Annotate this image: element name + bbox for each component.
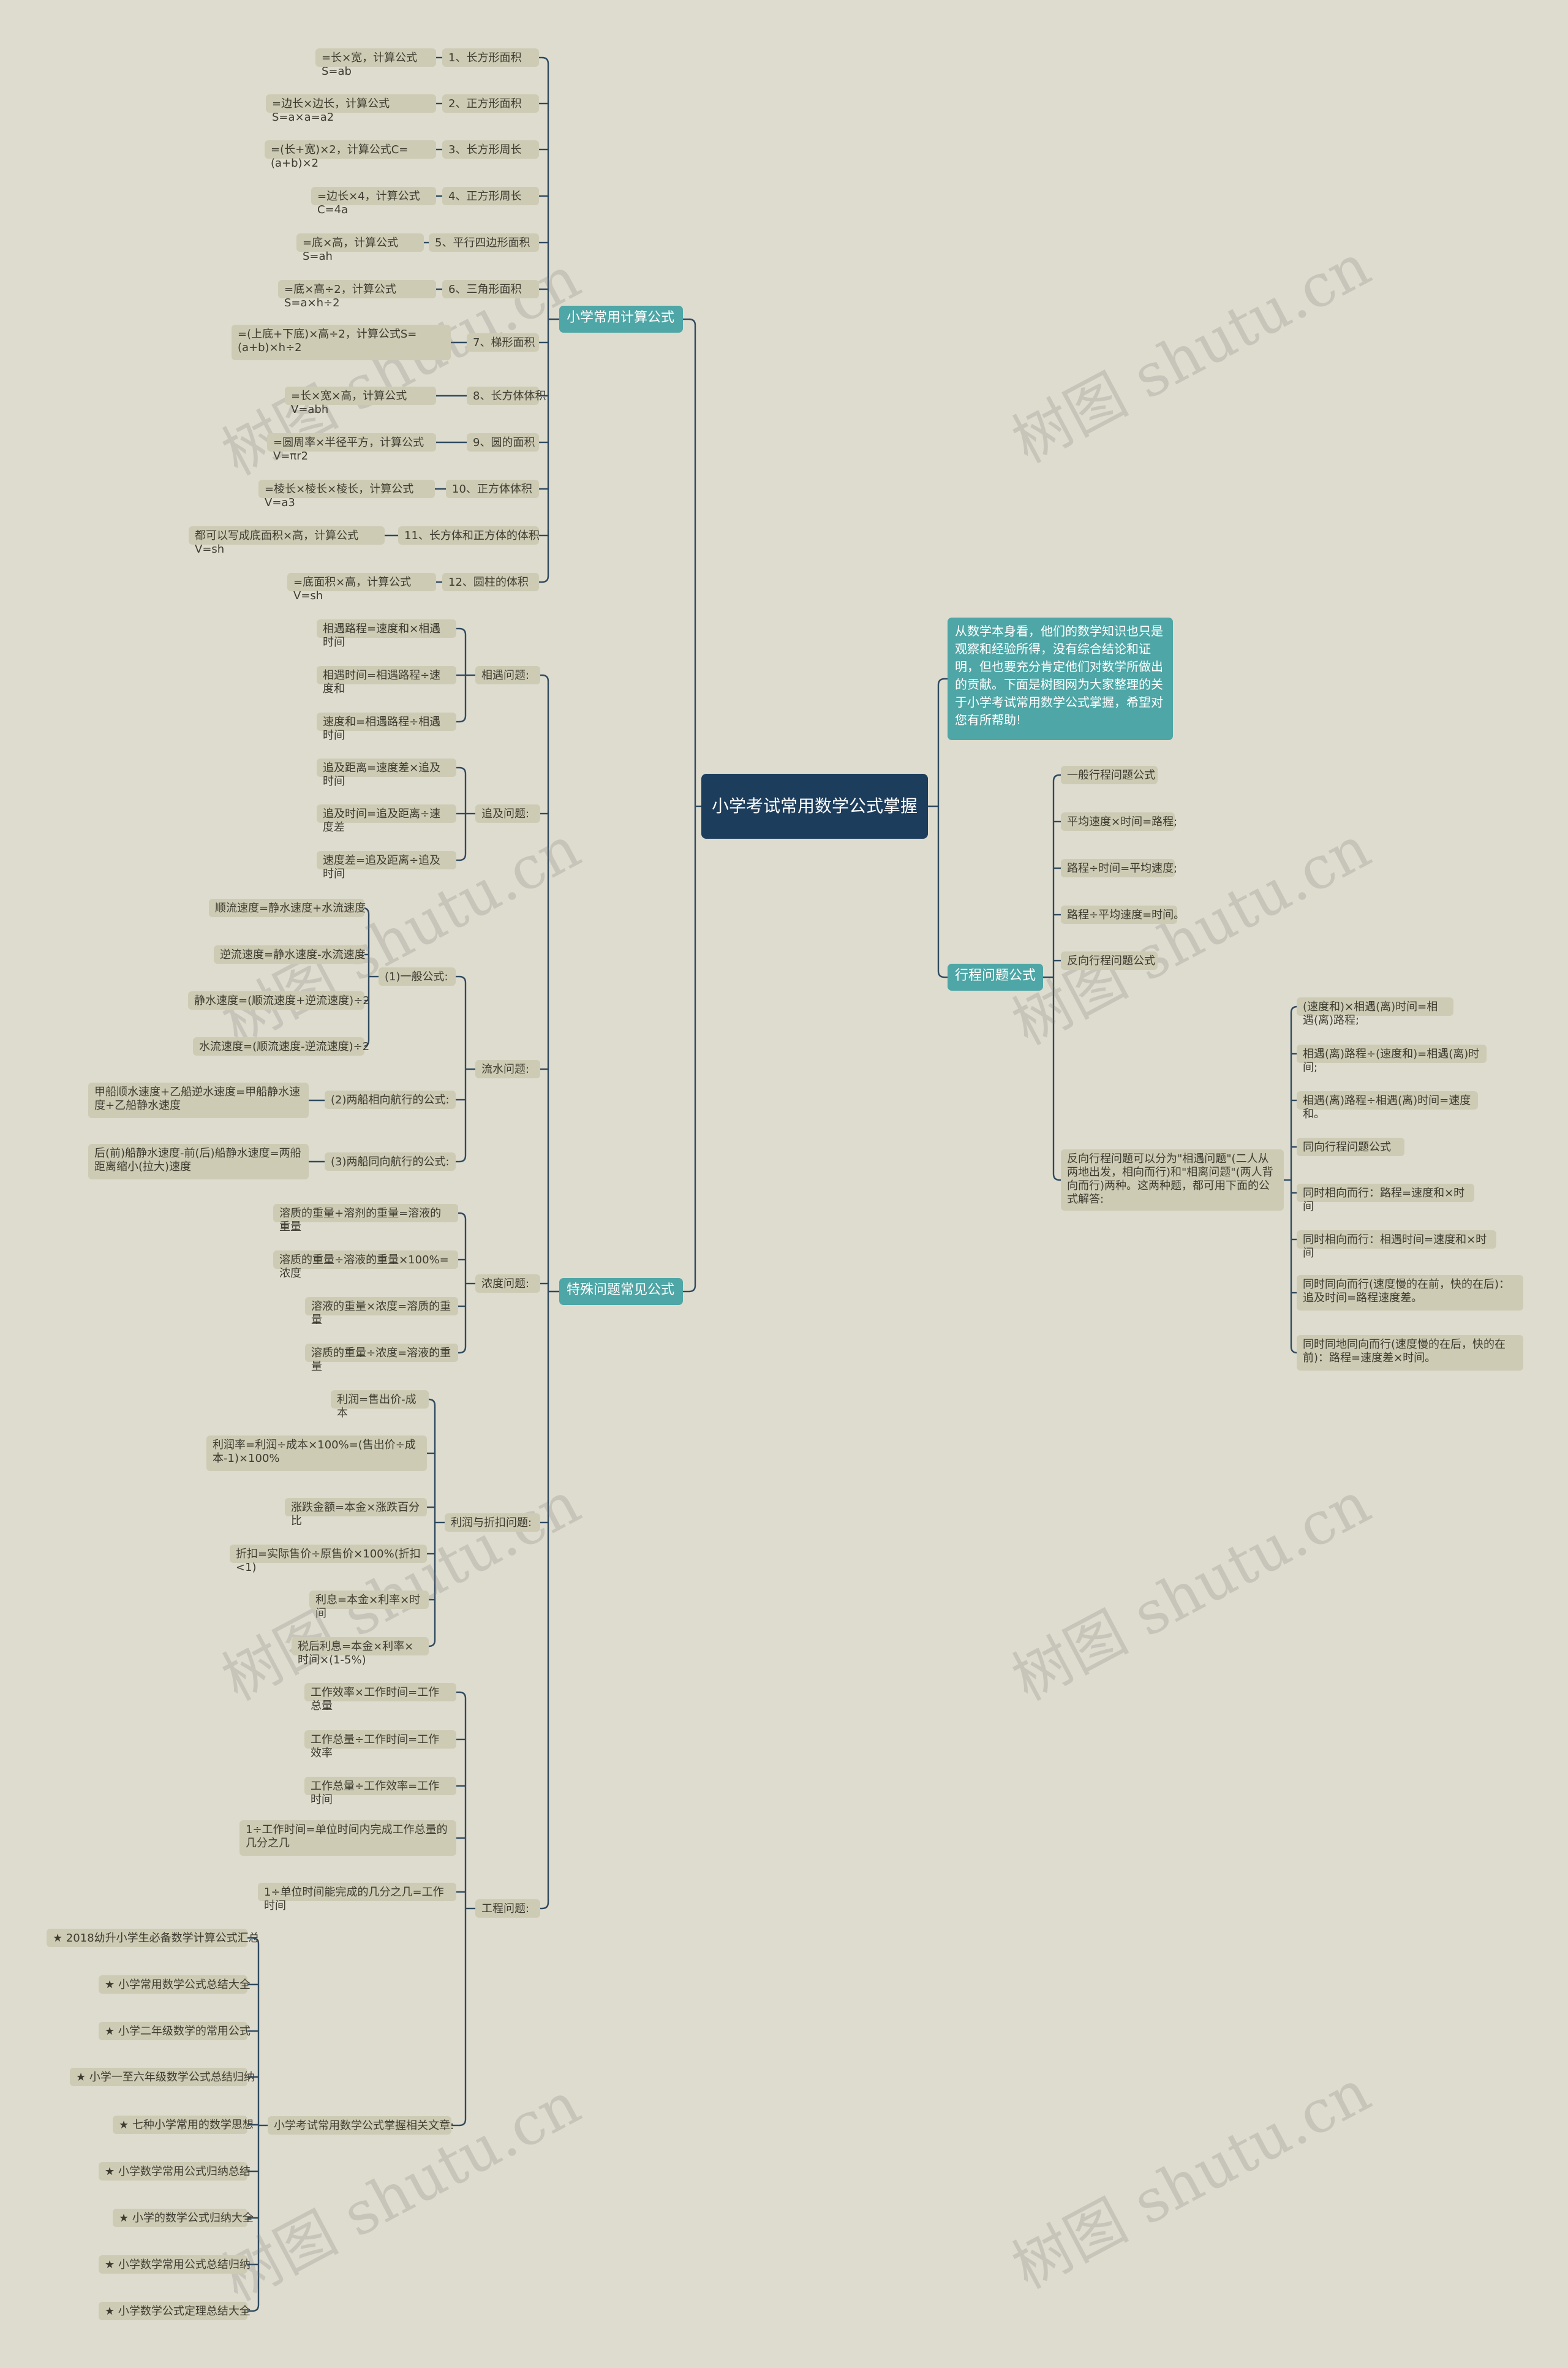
intro-note[interactable]: 从数学本身看，他们的数学知识也只是观察和经验所得，没有综合结论和证明，但也要充分…: [948, 618, 1173, 740]
conc-item-1[interactable]: 溶质的重量+溶剂的重量=溶液的重量: [273, 1204, 458, 1233]
conc-label[interactable]: 浓度问题:: [475, 1274, 540, 1293]
reverse-item-5[interactable]: 同时相向而行：路程=速度和×时间: [1297, 1184, 1474, 1213]
calc-value-5[interactable]: =底×高，计算公式S=ah: [296, 233, 424, 263]
work-item-4[interactable]: 1÷工作时间=单位时间内完成工作总量的几分之几: [239, 1820, 456, 1856]
work-item-3[interactable]: 工作总量÷工作效率=工作时间: [304, 1777, 456, 1806]
profit-item-6[interactable]: 税后利息=本金×利率×时间×(1-5%): [292, 1637, 429, 1666]
flow-same-label[interactable]: (3)两船同向航行的公式:: [325, 1152, 456, 1171]
calc-name-11[interactable]: 11、长方体和正方体的体积: [398, 526, 540, 545]
calc-value-7[interactable]: =(上底+下底)×高÷2，计算公式S=(a+b)×h÷2: [232, 325, 451, 360]
profit-item-5[interactable]: 利息=本金×利率×时间: [309, 1591, 429, 1620]
calc-name-6[interactable]: 6、三角形面积: [442, 280, 539, 298]
profit-label[interactable]: 利润与折扣问题:: [445, 1513, 540, 1532]
calc-name-7[interactable]: 7、梯形面积: [467, 333, 539, 352]
flow-opposite-item-1[interactable]: 甲船顺水速度+乙船逆水速度=甲船静水速度+乙船静水速度: [88, 1083, 309, 1118]
branch-calc[interactable]: 小学常用计算公式: [559, 306, 683, 333]
reverse-item-6[interactable]: 同时相向而行：相遇时间=速度和×时间: [1297, 1230, 1496, 1260]
work-item-2[interactable]: 工作总量÷工作时间=工作效率: [304, 1730, 456, 1760]
calc-value-6[interactable]: =底×高÷2，计算公式S=a×h÷2: [278, 280, 436, 309]
article-link-1[interactable]: ★ 2018幼升小学生必备数学计算公式汇总: [47, 1929, 260, 1947]
root-topic[interactable]: 小学考试常用数学公式掌握: [701, 774, 928, 839]
calc-name-8[interactable]: 8、长方体体积: [467, 387, 546, 405]
calc-name-1[interactable]: 1、长方形面积: [442, 48, 539, 67]
chase-item-2[interactable]: 追及时间=追及距离÷速度差: [317, 804, 456, 834]
travel-item-4[interactable]: 路程÷平均速度=时间。: [1061, 906, 1185, 924]
travel-item-2[interactable]: 平均速度×时间=路程;: [1061, 812, 1177, 831]
calc-value-4[interactable]: =边长×4，计算公式C=4a: [311, 187, 436, 216]
flow-general-item-3[interactable]: 静水速度=(顺流速度+逆流速度)÷2: [188, 991, 370, 1010]
work-item-5[interactable]: 1÷单位时间能完成的几分之几=工作时间: [258, 1883, 456, 1912]
calc-value-11[interactable]: 都可以写成底面积×高，计算公式V=sh: [189, 526, 385, 556]
article-link-9[interactable]: ★ 小学数学公式定理总结大全: [99, 2302, 251, 2320]
article-link-2[interactable]: ★ 小学常用数学公式总结大全: [99, 1975, 251, 1994]
travel-item-1[interactable]: 一般行程问题公式: [1061, 766, 1158, 784]
article-link-7[interactable]: ★ 小学的数学公式归纳大全: [113, 2209, 254, 2227]
conc-item-3[interactable]: 溶液的重量×浓度=溶质的重量: [305, 1297, 458, 1326]
calc-name-2[interactable]: 2、正方形面积: [442, 94, 539, 113]
work-label[interactable]: 工程问题:: [475, 1899, 540, 1918]
calc-value-1[interactable]: =长×宽，计算公式S=ab: [315, 48, 436, 78]
articles-label[interactable]: 小学考试常用数学公式掌握相关文章:: [268, 2116, 454, 2135]
calc-name-10[interactable]: 10、正方体体积: [446, 480, 539, 498]
article-link-4[interactable]: ★ 小学一至六年级数学公式总结归纳: [70, 2068, 255, 2086]
meet-item-2[interactable]: 相遇时间=相遇路程÷速度和: [317, 666, 456, 695]
flow-opposite-label[interactable]: (2)两船相向航行的公式:: [325, 1091, 456, 1109]
travel-item-5[interactable]: 反向行程问题公式: [1061, 951, 1158, 970]
profit-item-3[interactable]: 涨跌金额=本金×涨跌百分比: [285, 1498, 427, 1527]
article-link-3[interactable]: ★ 小学二年级数学的常用公式: [99, 2022, 251, 2040]
conc-item-4[interactable]: 溶质的重量÷浓度=溶液的重量: [305, 1344, 458, 1373]
calc-name-12[interactable]: 12、圆柱的体积: [442, 573, 539, 591]
flow-general-item-4[interactable]: 水流速度=(顺流速度-逆流速度)÷2: [193, 1037, 369, 1056]
branch-special[interactable]: 特殊问题常见公式: [559, 1278, 683, 1305]
reverse-item-8[interactable]: 同时同地同向而行(速度慢的在后，快的在前)：路程=速度差×时间。: [1297, 1335, 1523, 1371]
calc-value-10[interactable]: =棱长×棱长×棱长，计算公式V=a3: [258, 480, 435, 509]
reverse-item-2[interactable]: 相遇(离)路程÷(速度和)=相遇(离)时间;: [1297, 1045, 1487, 1074]
calc-name-5[interactable]: 5、平行四边形面积: [429, 233, 539, 252]
reverse-item-4[interactable]: 同向行程问题公式: [1297, 1138, 1404, 1156]
article-link-8[interactable]: ★ 小学数学常用公式总结归纳: [99, 2255, 251, 2274]
chase-label[interactable]: 追及问题:: [475, 804, 540, 823]
flow-general-item-2[interactable]: 逆流速度=静水速度-水流速度: [214, 945, 366, 964]
chase-item-1[interactable]: 追及距离=速度差×追及时间: [317, 758, 456, 788]
branch-travel[interactable]: 行程问题公式: [948, 964, 1043, 991]
article-link-6[interactable]: ★ 小学数学常用公式归纳总结: [99, 2162, 251, 2181]
calc-value-9[interactable]: =圆周率×半径平方，计算公式V=πr2: [267, 433, 436, 463]
conc-item-2[interactable]: 溶质的重量÷溶液的重量×100%=浓度: [273, 1250, 458, 1280]
meet-item-3[interactable]: 速度和=相遇路程÷相遇时间: [317, 713, 456, 742]
profit-item-2[interactable]: 利润率=利润÷成本×100%=(售出价÷成本-1)×100%: [206, 1436, 427, 1471]
calc-name-3[interactable]: 3、长方形周长: [442, 140, 539, 159]
flow-general-item-1[interactable]: 顺流速度=静水速度+水流速度: [209, 899, 366, 917]
flow-general-label[interactable]: (1)一般公式:: [379, 967, 456, 986]
article-link-5[interactable]: ★ 七种小学常用的数学思想: [113, 2116, 254, 2134]
calc-value-2[interactable]: =边长×边长，计算公式S=a×a=a2: [266, 94, 436, 124]
work-item-1[interactable]: 工作效率×工作时间=工作总量: [304, 1683, 456, 1712]
profit-item-4[interactable]: 折扣=实际售价÷原售价×100%(折扣<1): [230, 1545, 427, 1574]
calc-name-4[interactable]: 4、正方形周长: [442, 187, 539, 205]
chase-item-3[interactable]: 速度差=追及距离÷追及时间: [317, 851, 456, 880]
reverse-travel-desc[interactable]: 反向行程问题可以分为"相遇问题"(二人从两地出发，相向而行)和"相离问题"(两人…: [1061, 1149, 1284, 1211]
calc-value-8[interactable]: =长×宽×高，计算公式V=abh: [285, 387, 436, 416]
travel-item-3[interactable]: 路程÷时间=平均速度;: [1061, 859, 1177, 877]
flow-label[interactable]: 流水问题:: [475, 1060, 540, 1078]
calc-value-3[interactable]: =(长+宽)×2，计算公式C=(a+b)×2: [265, 140, 436, 170]
meet-item-1[interactable]: 相遇路程=速度和×相遇时间: [317, 619, 456, 649]
flow-same-item-1[interactable]: 后(前)船静水速度-前(后)船静水速度=两船距离缩小(拉大)速度: [88, 1144, 309, 1179]
meet-label[interactable]: 相遇问题:: [475, 666, 540, 684]
reverse-item-1[interactable]: (速度和)×相遇(离)时间=相遇(离)路程;: [1297, 997, 1453, 1027]
profit-item-1[interactable]: 利润=售出价-成本: [331, 1390, 429, 1420]
calc-value-12[interactable]: =底面积×高，计算公式V=sh: [287, 573, 436, 602]
reverse-item-7[interactable]: 同时同向而行(速度慢的在前，快的在后)：追及时间=路程速度差。: [1297, 1275, 1523, 1311]
reverse-item-3[interactable]: 相遇(离)路程÷相遇(离)时间=速度和。: [1297, 1091, 1478, 1121]
calc-name-9[interactable]: 9、圆的面积: [467, 433, 539, 452]
